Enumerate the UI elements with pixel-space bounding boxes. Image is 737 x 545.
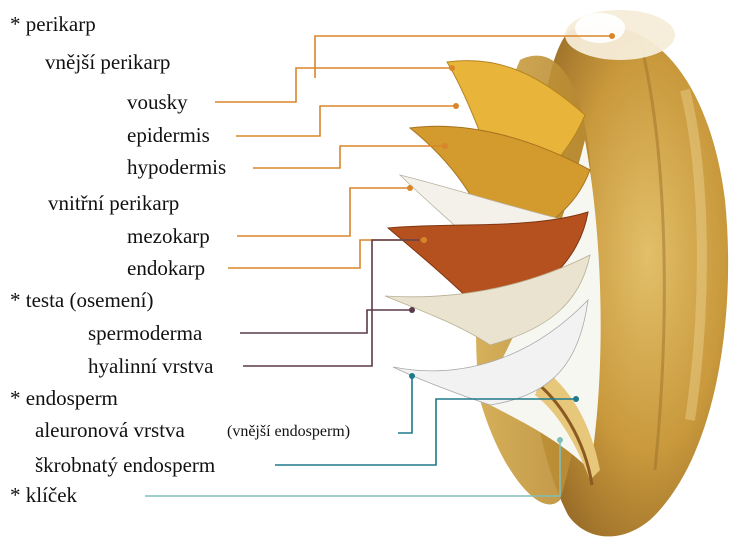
label-epidermis: epidermis: [127, 125, 210, 146]
label-vousky: vousky: [127, 92, 188, 113]
leader-spermoderma: [240, 310, 412, 333]
label-hypodermis: hypodermis: [127, 157, 226, 178]
leader-endokarp: [228, 240, 424, 268]
label-perikarp: * perikarp: [10, 14, 96, 35]
leader-vousky: [215, 68, 452, 102]
leader-aleuronova: [398, 376, 412, 433]
label-klicek: * klíček: [10, 485, 77, 506]
label-aleuronova-vrstva: aleuronová vrstva: [35, 420, 185, 441]
leader-hyalinni: [243, 240, 420, 366]
label-endosperm: * endosperm: [10, 388, 118, 409]
label-hyalinni-vrstva: hyalinní vrstva: [88, 356, 213, 377]
label-aleuronova-note: (vnější endosperm): [227, 424, 350, 440]
label-skrobnaty-endosperm: škrobnatý endosperm: [35, 455, 215, 476]
label-spermoderma: spermoderma: [88, 323, 202, 344]
label-testa: * testa (osemení): [10, 290, 153, 311]
label-endokarp: endokarp: [127, 258, 205, 279]
label-vnitrni-perikarp: vnitřní perikarp: [48, 193, 179, 214]
leader-mezokarp: [237, 188, 410, 236]
label-mezokarp: mezokarp: [127, 226, 210, 247]
label-vnejsi-perikarp: vnější perikarp: [45, 52, 170, 73]
leader-hypodermis: [253, 146, 445, 168]
